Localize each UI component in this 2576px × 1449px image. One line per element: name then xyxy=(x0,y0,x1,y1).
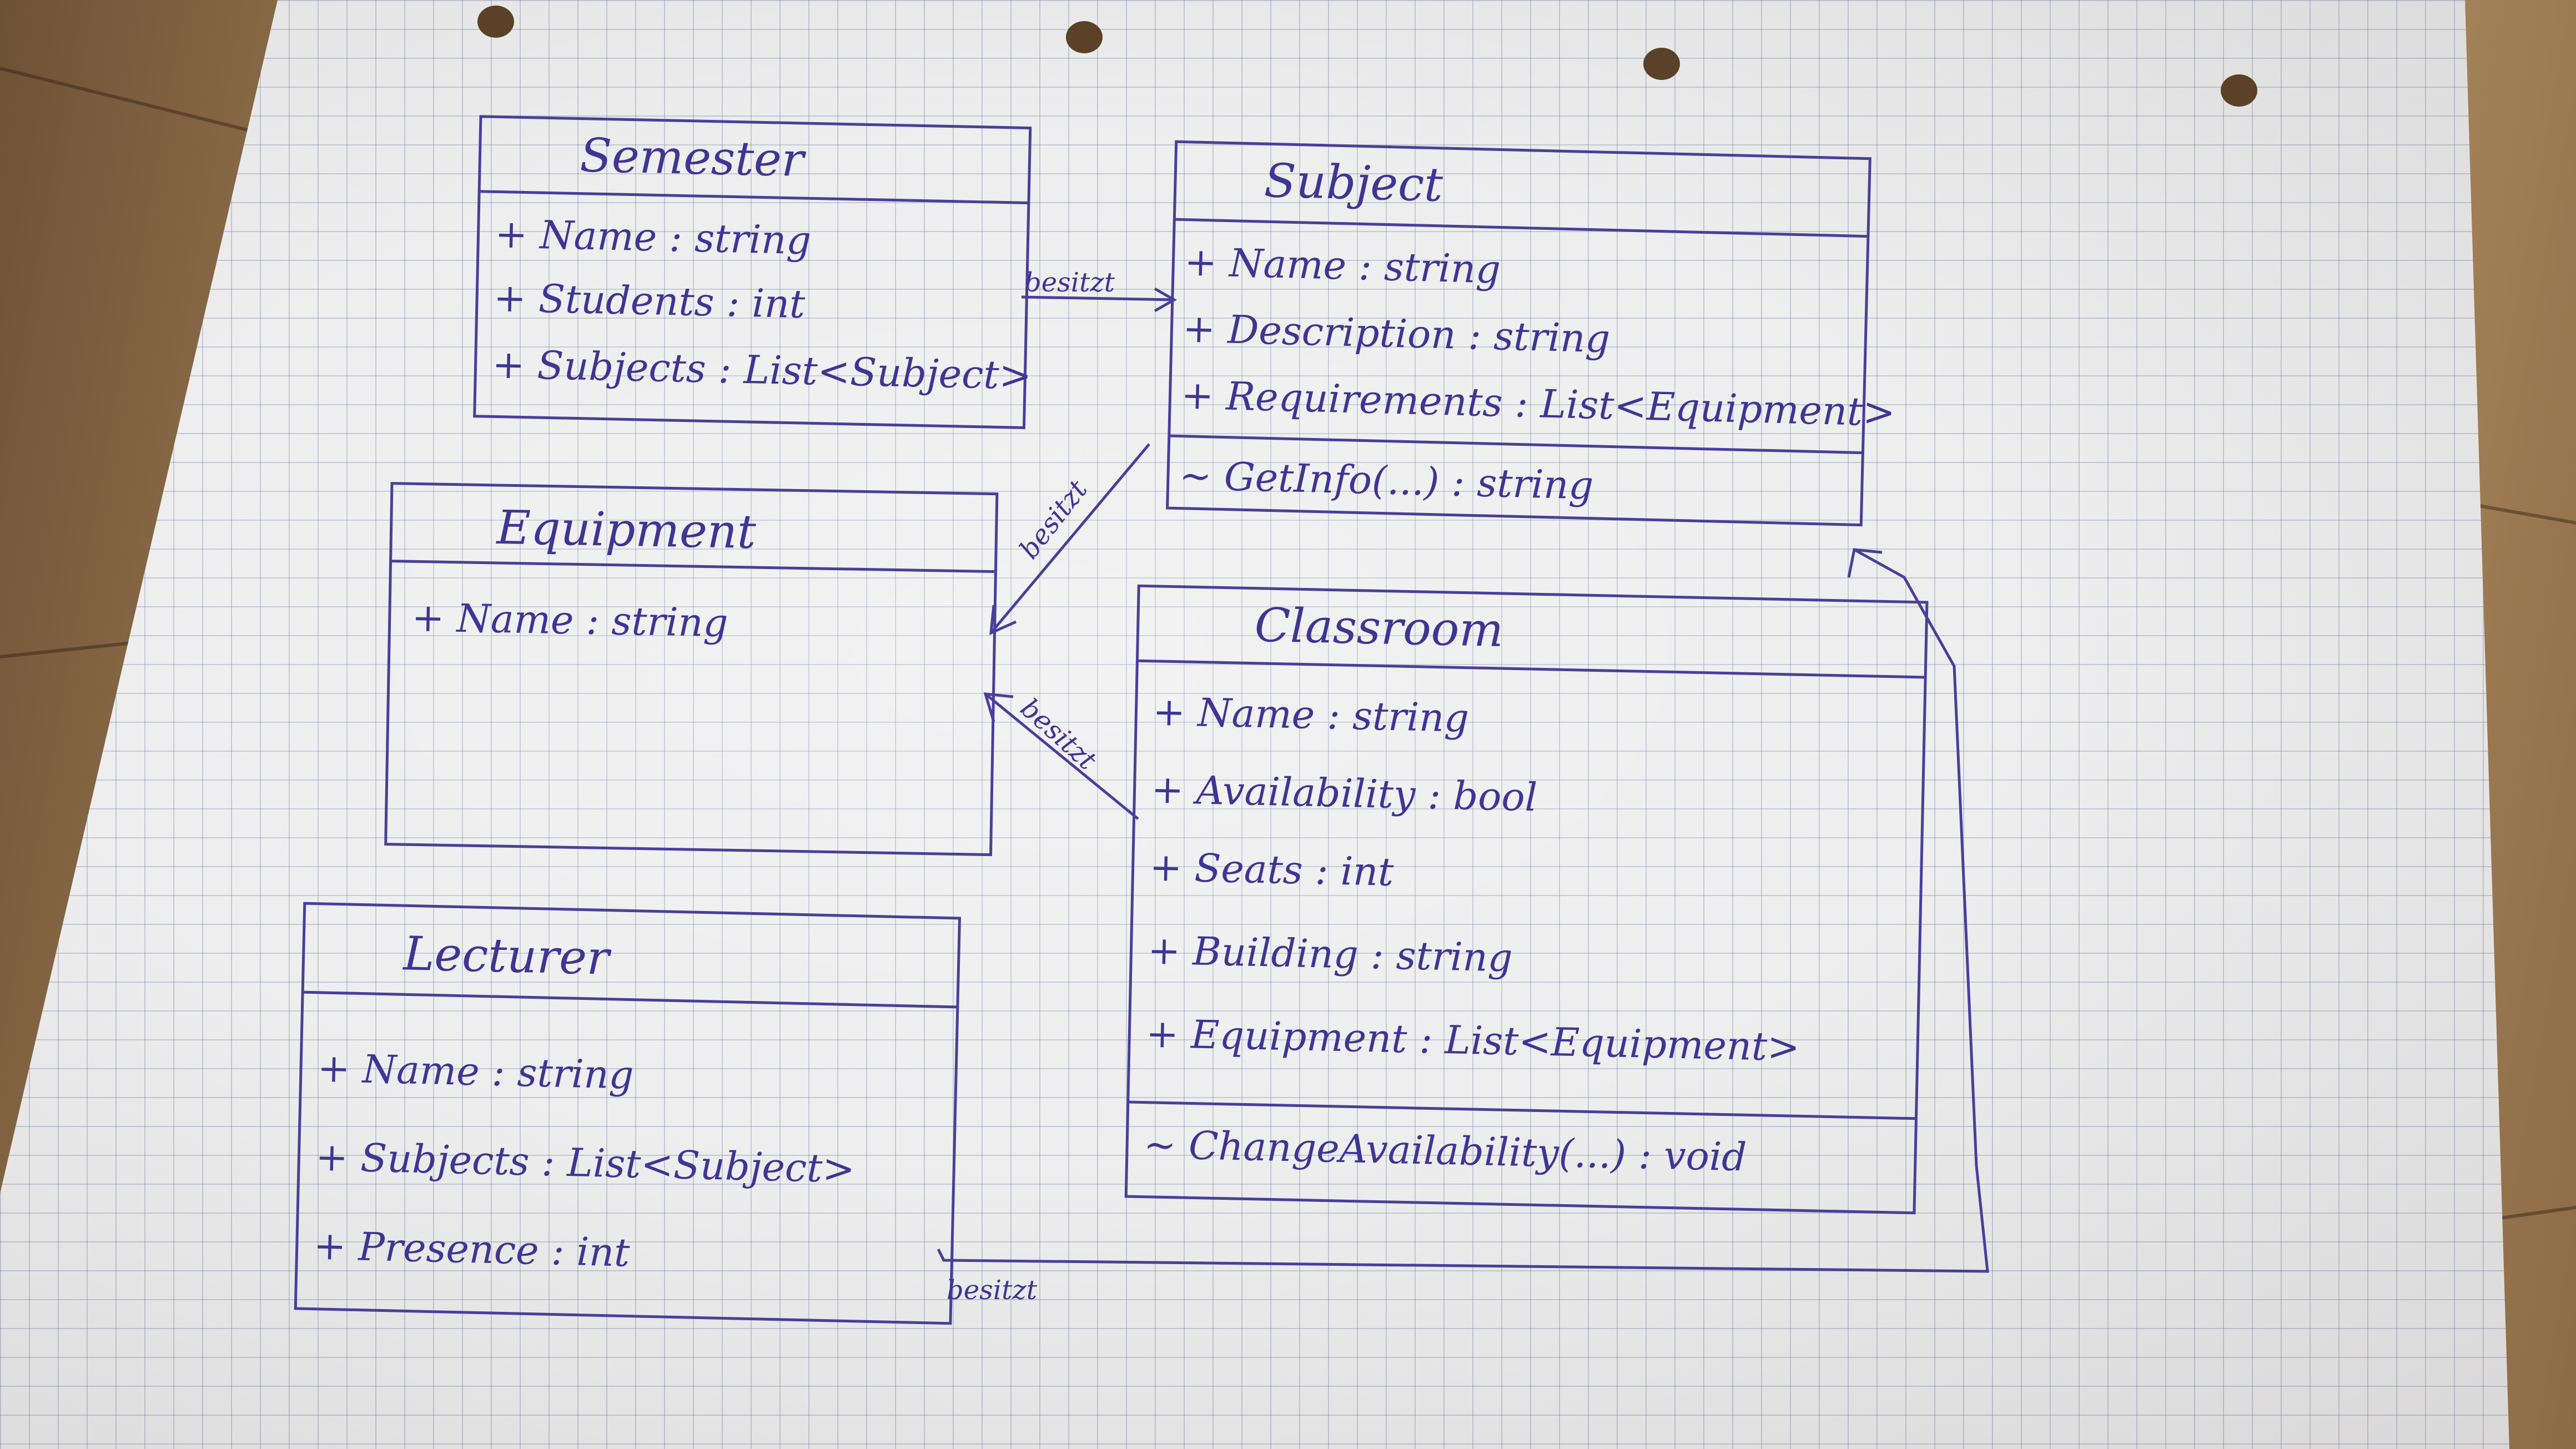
punch-hole xyxy=(477,6,514,38)
class-box xyxy=(294,902,962,1325)
association-line xyxy=(937,548,1989,1273)
punch-hole xyxy=(1066,21,1103,53)
class-name: Lecturer xyxy=(402,926,612,985)
attribute: + Equipment : List<Equipment> xyxy=(1146,1011,1800,1070)
class-subject: Subject + Name : string + Description : … xyxy=(1166,140,1896,527)
class-name: Classroom xyxy=(1254,598,1504,657)
class-classroom: Classroom + Name : string + Availability… xyxy=(1124,584,1929,1215)
arrowhead xyxy=(1154,287,1178,313)
method: ~ GetInfo(...) : string xyxy=(1179,453,1594,509)
attribute: + Students : int xyxy=(493,275,806,327)
class-divider xyxy=(479,190,1029,205)
class-semester: Semester + Name : string + Students : in… xyxy=(473,115,1032,429)
class-equipment: Equipment + Name : string xyxy=(384,482,999,857)
relation-label: besitzt xyxy=(1024,267,1115,298)
relation-label: besitzt xyxy=(1014,692,1103,776)
arrowhead xyxy=(989,605,1017,636)
attribute: + Description : string xyxy=(1183,306,1611,362)
class-divider xyxy=(1174,218,1869,238)
attribute: + Name : string xyxy=(1153,689,1470,741)
attribute: + Seats : int xyxy=(1149,844,1395,895)
relation-label: besitzt xyxy=(947,1275,1038,1306)
attribute: + Presence : int xyxy=(313,1223,631,1276)
association-line xyxy=(984,693,1139,820)
punch-hole xyxy=(1643,48,1680,80)
class-name: Semester xyxy=(580,128,807,188)
arrowhead xyxy=(983,692,1014,722)
relation-classroom-equipment: besitzt xyxy=(983,692,1139,820)
arrowhead xyxy=(1847,548,1883,578)
attribute: + Name : string xyxy=(495,211,812,263)
class-box xyxy=(1124,584,1929,1215)
class-divider xyxy=(1137,659,1926,679)
class-box xyxy=(1166,140,1871,527)
attribute: + Name : string xyxy=(317,1045,634,1098)
class-divider xyxy=(303,990,958,1009)
class-box xyxy=(384,482,999,857)
association-line xyxy=(990,443,1150,634)
relation-subject-equipment: besitzt xyxy=(989,443,1150,636)
class-divider xyxy=(390,560,996,573)
class-name: Subject xyxy=(1264,153,1444,212)
attribute: + Subjects : List<Subject> xyxy=(315,1134,855,1192)
attribute: + Requirements : List<Equipment> xyxy=(1181,373,1896,435)
relation-semester-subject: besitzt xyxy=(1021,267,1178,313)
class-divider xyxy=(1169,434,1863,455)
method: ~ ChangeAvailability(...) : void xyxy=(1143,1122,1747,1180)
class-name: Equipment xyxy=(495,500,757,559)
attribute: + Building : string xyxy=(1148,928,1513,981)
attribute: + Name : string xyxy=(411,595,728,646)
attribute: + Name : string xyxy=(1184,239,1501,293)
class-lecturer: Lecturer + Name : string + Subjects : Li… xyxy=(294,902,962,1325)
relation-label: besitzt xyxy=(1013,474,1094,565)
punch-hole xyxy=(2221,74,2257,107)
attribute: + Subjects : List<Subject> xyxy=(492,341,1032,398)
attribute: + Availability : bool xyxy=(1151,767,1538,821)
class-divider xyxy=(1128,1100,1916,1120)
relation-lecturer-subject: besitzt xyxy=(937,548,1989,1306)
association-line xyxy=(1021,295,1175,301)
class-box xyxy=(473,115,1032,429)
